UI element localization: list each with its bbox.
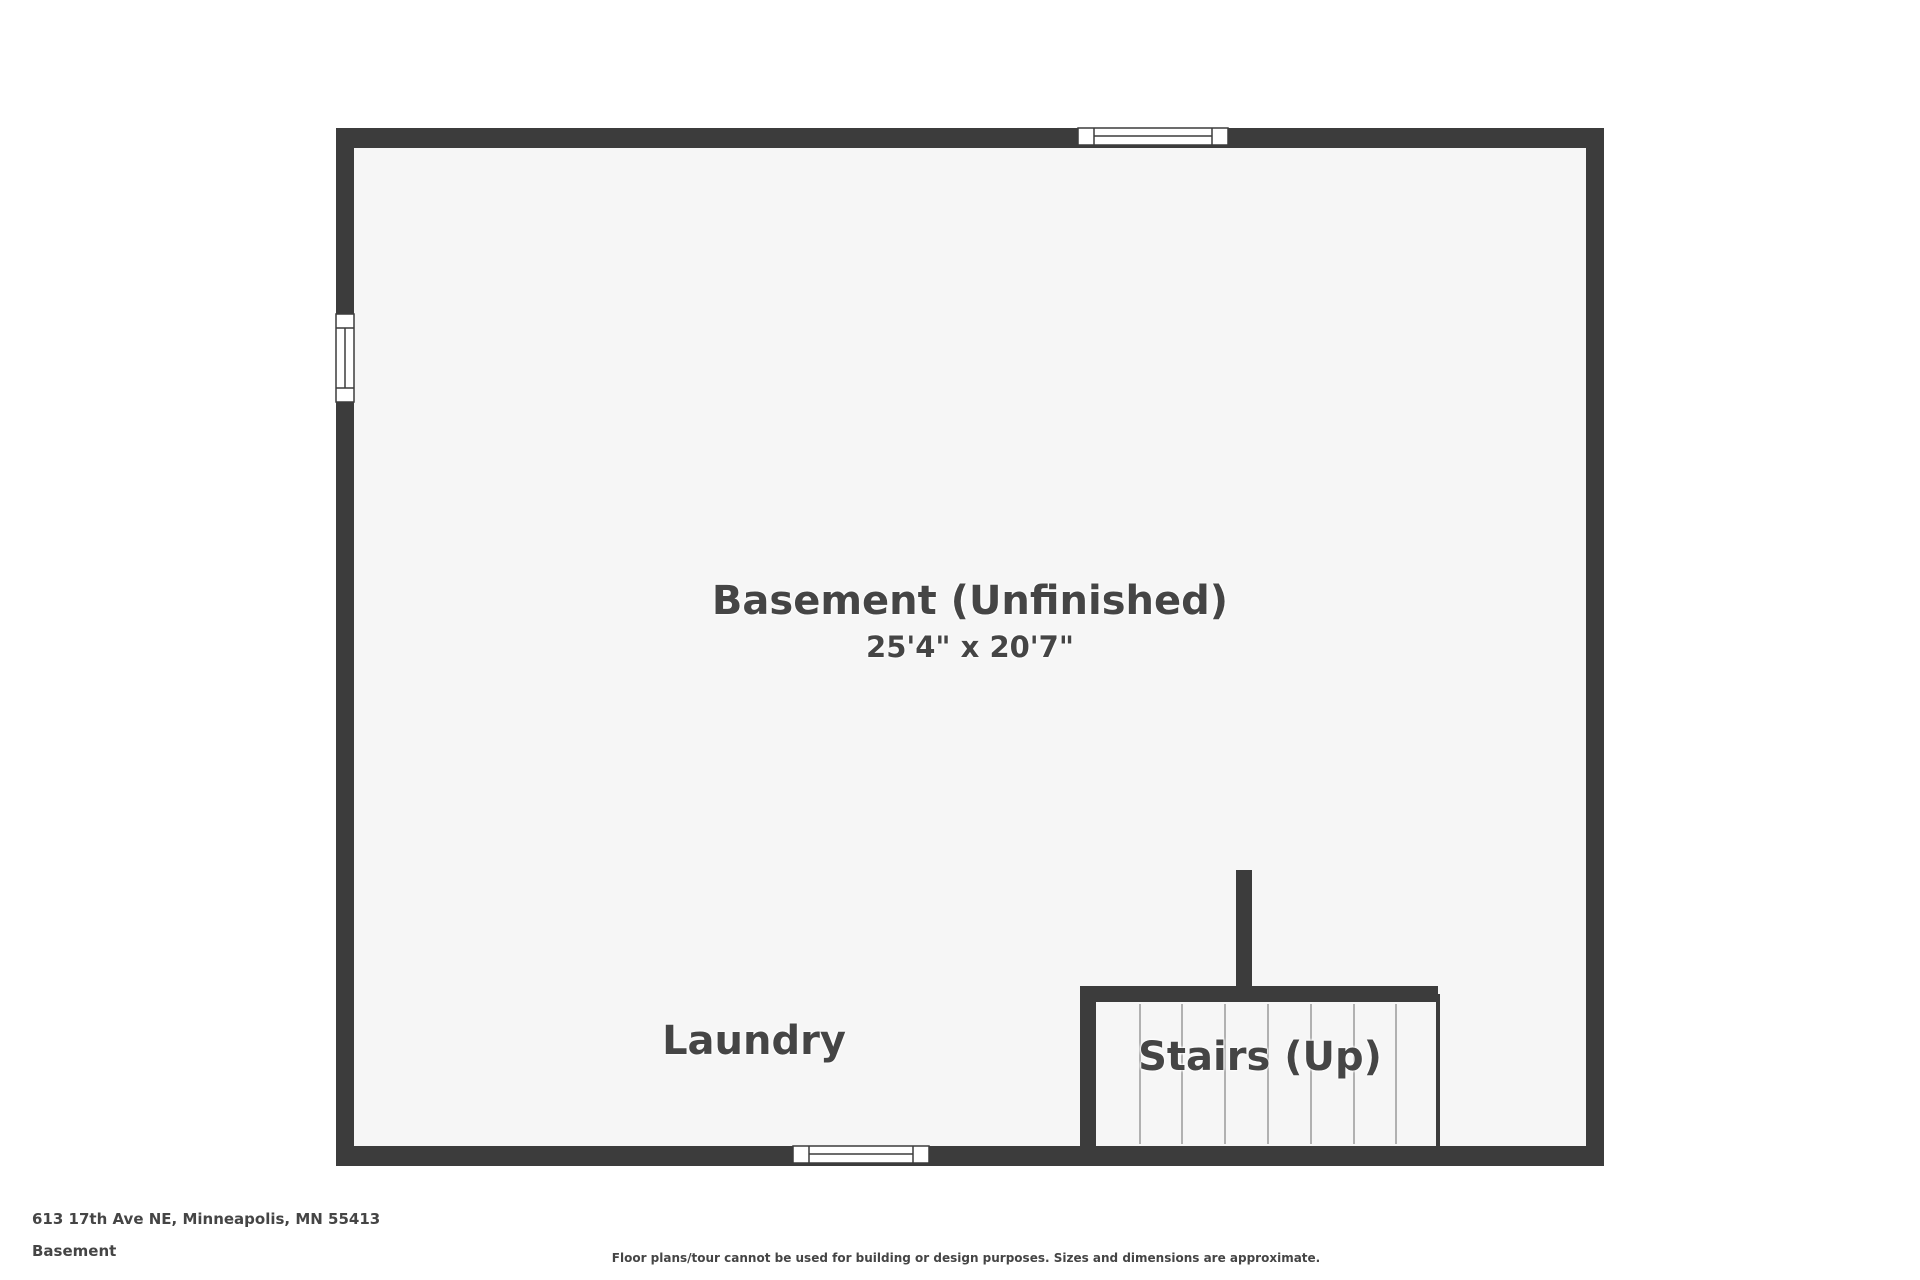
stair-rail-right	[1436, 994, 1440, 1146]
room-label-stairs: Stairs (Up)	[1138, 1034, 1382, 1080]
floor-name: Basement	[32, 1242, 117, 1260]
exterior-wall-bottom	[336, 1146, 1604, 1166]
stair-treads	[1139, 1004, 1397, 1144]
window-top	[1077, 127, 1229, 146]
room-label-laundry: Laundry	[662, 1018, 846, 1064]
stair-wall-top	[1080, 986, 1438, 1002]
window-bottom	[792, 1145, 930, 1164]
exterior-wall-right	[1586, 128, 1604, 1166]
room-dimensions-basement: 25'4" x 20'7"	[866, 630, 1074, 664]
stair-floor	[1096, 1002, 1436, 1146]
stair-wall-left	[1080, 986, 1096, 1148]
basement-floor	[354, 148, 1586, 1148]
partition-wall-stub	[1236, 870, 1252, 990]
exterior-wall-left	[336, 128, 354, 1166]
exterior-wall-top	[336, 128, 1604, 148]
property-address: 613 17th Ave NE, Minneapolis, MN 55413	[32, 1210, 381, 1228]
disclaimer: Floor plans/tour cannot be used for buil…	[611, 1251, 1321, 1265]
window-left	[335, 313, 355, 403]
room-label-basement: Basement (Unfinished)	[711, 578, 1229, 624]
